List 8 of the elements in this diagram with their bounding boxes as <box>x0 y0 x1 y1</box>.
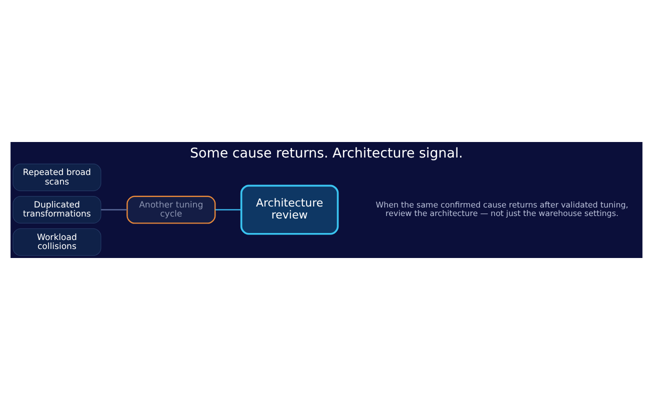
node-box: Architecture review <box>240 184 339 235</box>
node-box: Duplicated transformations <box>12 196 102 224</box>
node-box: Another tuning cycle <box>126 196 216 224</box>
node-box: Workload collisions <box>12 228 102 256</box>
connector <box>101 209 128 210</box>
node-box: Repeated broad scans <box>12 164 102 192</box>
diagram-title: Some cause returns. Architecture signal. <box>190 146 463 162</box>
connector <box>215 209 242 210</box>
